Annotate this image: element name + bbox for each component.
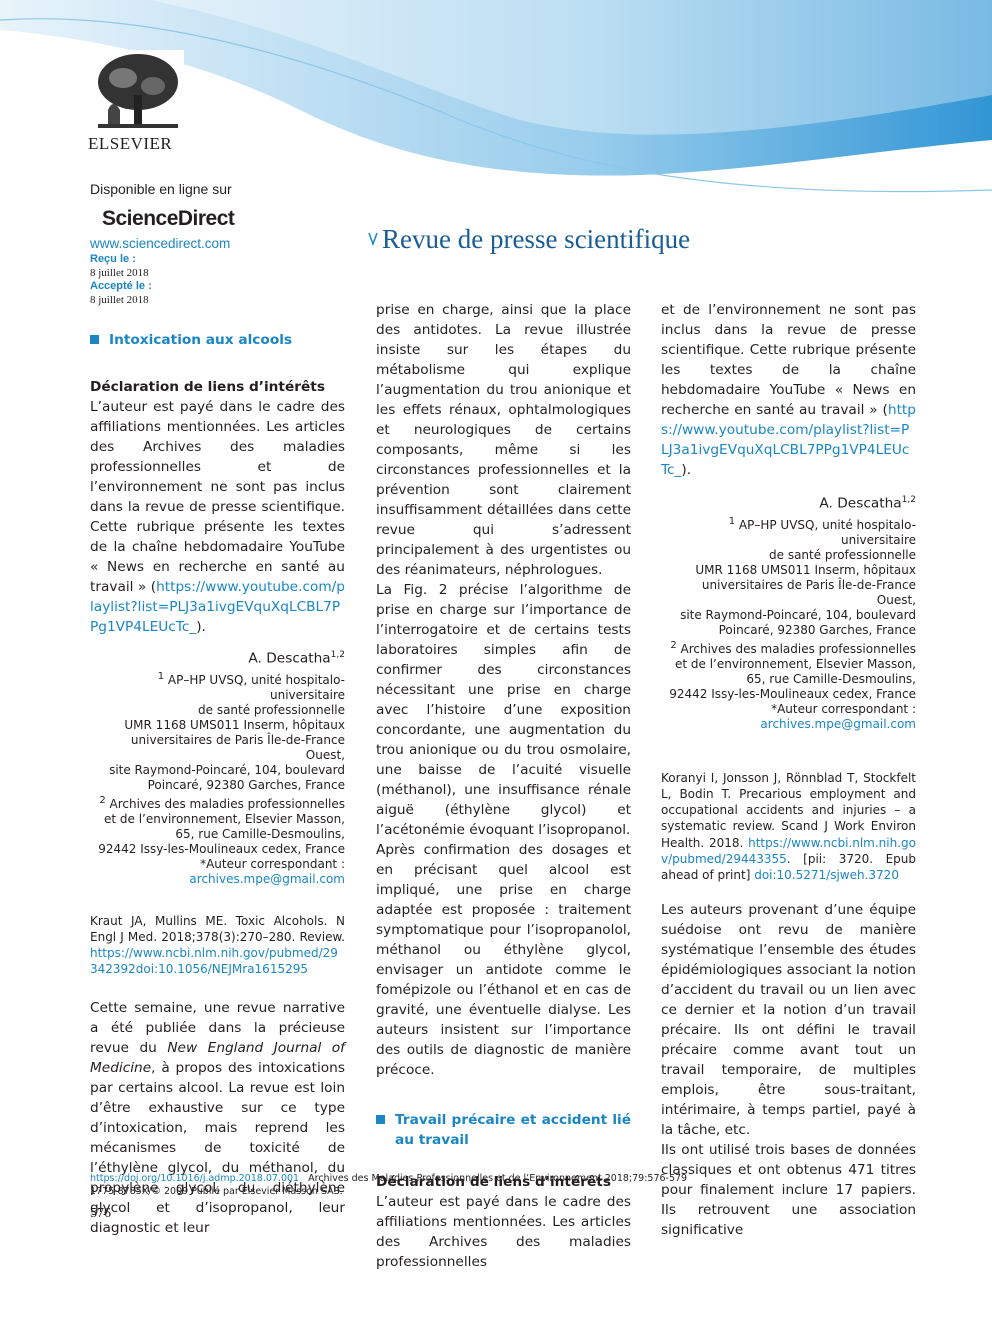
page-number: 576 — [90, 1206, 111, 1221]
available-online: Disponible en ligne sur — [90, 181, 232, 197]
publisher-name: ELSEVIER — [88, 134, 173, 153]
accepted-date: 8 juillet 2018 — [90, 293, 149, 306]
affiliation-2: 2 Archives des maladies professionnelles… — [661, 638, 916, 732]
disclosure-heading: Déclaration de liens d’intérêts — [376, 1174, 611, 1190]
rubric-title: Revue de presse scientifique — [382, 224, 691, 254]
paragraph-1: prise en charge, ainsi que la place des … — [376, 302, 631, 578]
author-signature: A. Descatha1,2 — [819, 495, 916, 512]
pubmed-link[interactable]: https://www.ncbi.nlm.nih.gov/pubmed/2944… — [661, 835, 916, 867]
square-bullet-icon — [376, 1115, 385, 1124]
accepted-label: Accepté le : — [90, 280, 152, 292]
youtube-link[interactable]: https://www.youtube.com/playlist?list=PL… — [90, 579, 345, 635]
disclosure-paragraph: L’auteur est payé dans le cadre des affi… — [376, 1194, 631, 1270]
footer-doi-link[interactable]: https://doi.org/10.1016/j.admp.2018.07.0… — [90, 1173, 300, 1184]
paragraph-2: Les auteurs provenant d’une équipe suédo… — [661, 901, 916, 1138]
sciencedirect-logo: ScienceDirect — [102, 207, 235, 230]
reference-koranyi: Koranyi I, Jonsson J, Rönnblad T, Stockf… — [661, 770, 916, 883]
corresponding-author-label: *Auteur correspondant : — [200, 856, 345, 871]
author-signature: A. Descatha1,2 — [248, 650, 345, 667]
affiliation-1: 1 AP–HP UVSQ, unité hospitalo-universita… — [109, 670, 345, 792]
doi-link[interactable]: doi:10.5271/sjweh.3720 — [754, 868, 899, 883]
disclosure-paragraph: L’auteur est payé dans le cadre des affi… — [90, 399, 345, 635]
affiliation-1: 1 AP–HP UVSQ, unité hospitalo-universita… — [680, 515, 916, 637]
corresponding-author-label: *Auteur correspondant : — [771, 701, 916, 716]
affiliation-2: 2 Archives des maladies professionnelles… — [90, 793, 345, 887]
header-wave — [0, 0, 992, 193]
square-bullet-icon — [90, 335, 99, 344]
elsevier-tree-logo — [92, 50, 184, 132]
disclosure-continued: et de l’environnement ne sont pas inclus… — [661, 302, 916, 478]
footer: https://doi.org/10.1016/j.admp.2018.07.0… — [90, 1172, 687, 1198]
column-1: Intoxication aux alcools Déclaration de … — [90, 330, 345, 1238]
footer-journal: Archives des Maladies Professionnelles e… — [308, 1173, 688, 1184]
paragraph-2: La Fig. 2 précise l’algorithme de prise … — [376, 582, 631, 838]
arrow-icon — [368, 232, 378, 246]
disclosure-heading: Déclaration de liens d’intérêts — [90, 379, 325, 395]
paragraph-3: Ils ont utilisé trois bases de données c… — [661, 1141, 916, 1238]
section-heading-alcohol: Intoxication aux alcools — [90, 330, 345, 350]
email-link[interactable]: archives.mpe@gmail.com — [189, 871, 345, 886]
received-label: Reçu le : — [90, 253, 136, 265]
column-3: et de l’environnement ne sont pas inclus… — [661, 300, 916, 1240]
sciencedirect-url[interactable]: www.sciencedirect.com — [90, 236, 231, 251]
received-date: 8 juillet 2018 — [90, 266, 149, 279]
email-link[interactable]: archives.mpe@gmail.com — [760, 716, 916, 731]
section-heading-precarious: Travail précaire et accident lié au trav… — [376, 1110, 631, 1150]
footer-issn: 1775-8785X/© 2009 Publié par Elsevier Ma… — [90, 1186, 343, 1197]
article-dates: Reçu le : 8 juillet 2018 Accepté le : 8 … — [90, 253, 152, 307]
pubmed-link[interactable]: https://www.ncbi.nlm.nih.gov/pubmed/2934… — [90, 946, 338, 977]
paragraph-3: Après confirmation des dosages et en pré… — [376, 842, 631, 1078]
reference-kraut: Kraut JA, Mullins ME. Toxic Alcohols. N … — [90, 913, 345, 977]
column-2: prise en charge, ainsi que la place des … — [376, 300, 631, 1272]
body-paragraph: Cette semaine, une revue narrative a été… — [90, 999, 345, 1236]
youtube-link[interactable]: https://www.youtube.com/playlist?list=PL… — [661, 402, 916, 478]
